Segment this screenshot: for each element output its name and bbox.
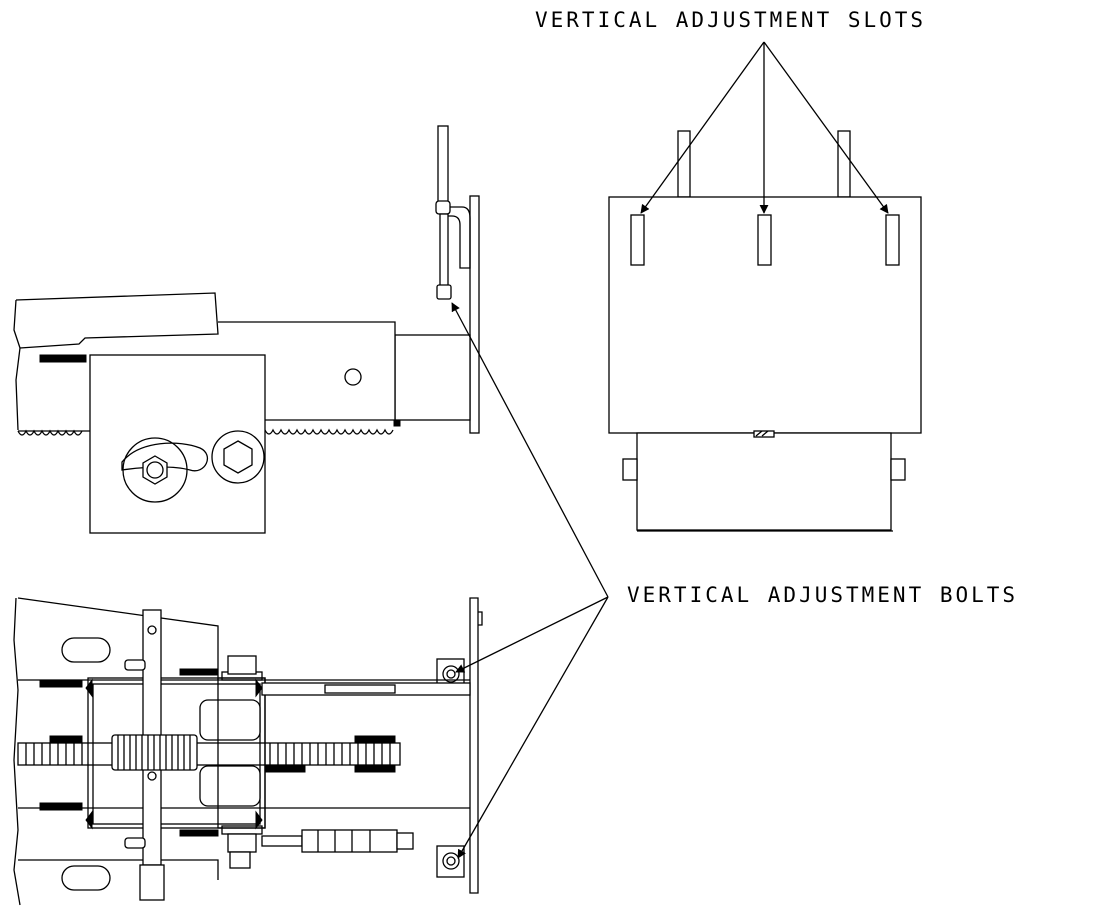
vertical-adjustment-bolt-lower <box>442 852 460 870</box>
carriage-oval-slot-lower <box>61 865 111 891</box>
roller-upper <box>199 699 261 741</box>
adjustment-slot-right <box>885 214 900 266</box>
callout-vertical-adjustment-slots: VERTICAL ADJUSTMENT SLOTS <box>535 8 927 32</box>
front-shaft-stub-right <box>890 458 906 481</box>
side-threaded-rod <box>437 125 449 213</box>
top-rack <box>17 742 401 766</box>
callout-vertical-adjustment-bolts: VERTICAL ADJUSTMENT BOLTS <box>627 583 1019 607</box>
top-view <box>13 597 483 906</box>
side-nut-upper <box>435 200 451 215</box>
slots-leaders <box>640 41 889 214</box>
side-pad <box>39 354 87 363</box>
side-pivot-hole <box>344 368 362 386</box>
side-bolt-hex <box>223 440 253 474</box>
front-rod-left <box>677 130 691 198</box>
roller-lower <box>199 765 261 807</box>
rack-teeth-left <box>17 429 83 436</box>
side-bolt-shank <box>439 213 449 287</box>
carriage-oval-slot-upper <box>61 637 111 663</box>
side-support-tube <box>394 334 471 421</box>
adjuster-turnbuckle <box>301 829 398 853</box>
front-rod-right <box>837 130 851 198</box>
front-drum <box>636 432 892 531</box>
adjustment-slot-left <box>630 214 645 266</box>
side-hub-nut <box>142 455 168 485</box>
bolts-leaders <box>451 302 609 859</box>
rack-teeth-right <box>264 428 394 435</box>
adjustment-slot-center <box>757 214 772 266</box>
side-mount-plate <box>469 195 480 434</box>
side-view <box>13 125 480 534</box>
top-mount-plate <box>469 597 479 894</box>
side-nut-lower <box>436 284 452 300</box>
vertical-adjustment-bolt-upper <box>442 665 460 683</box>
front-shaft-stub-left <box>622 458 638 481</box>
front-view <box>608 130 922 532</box>
